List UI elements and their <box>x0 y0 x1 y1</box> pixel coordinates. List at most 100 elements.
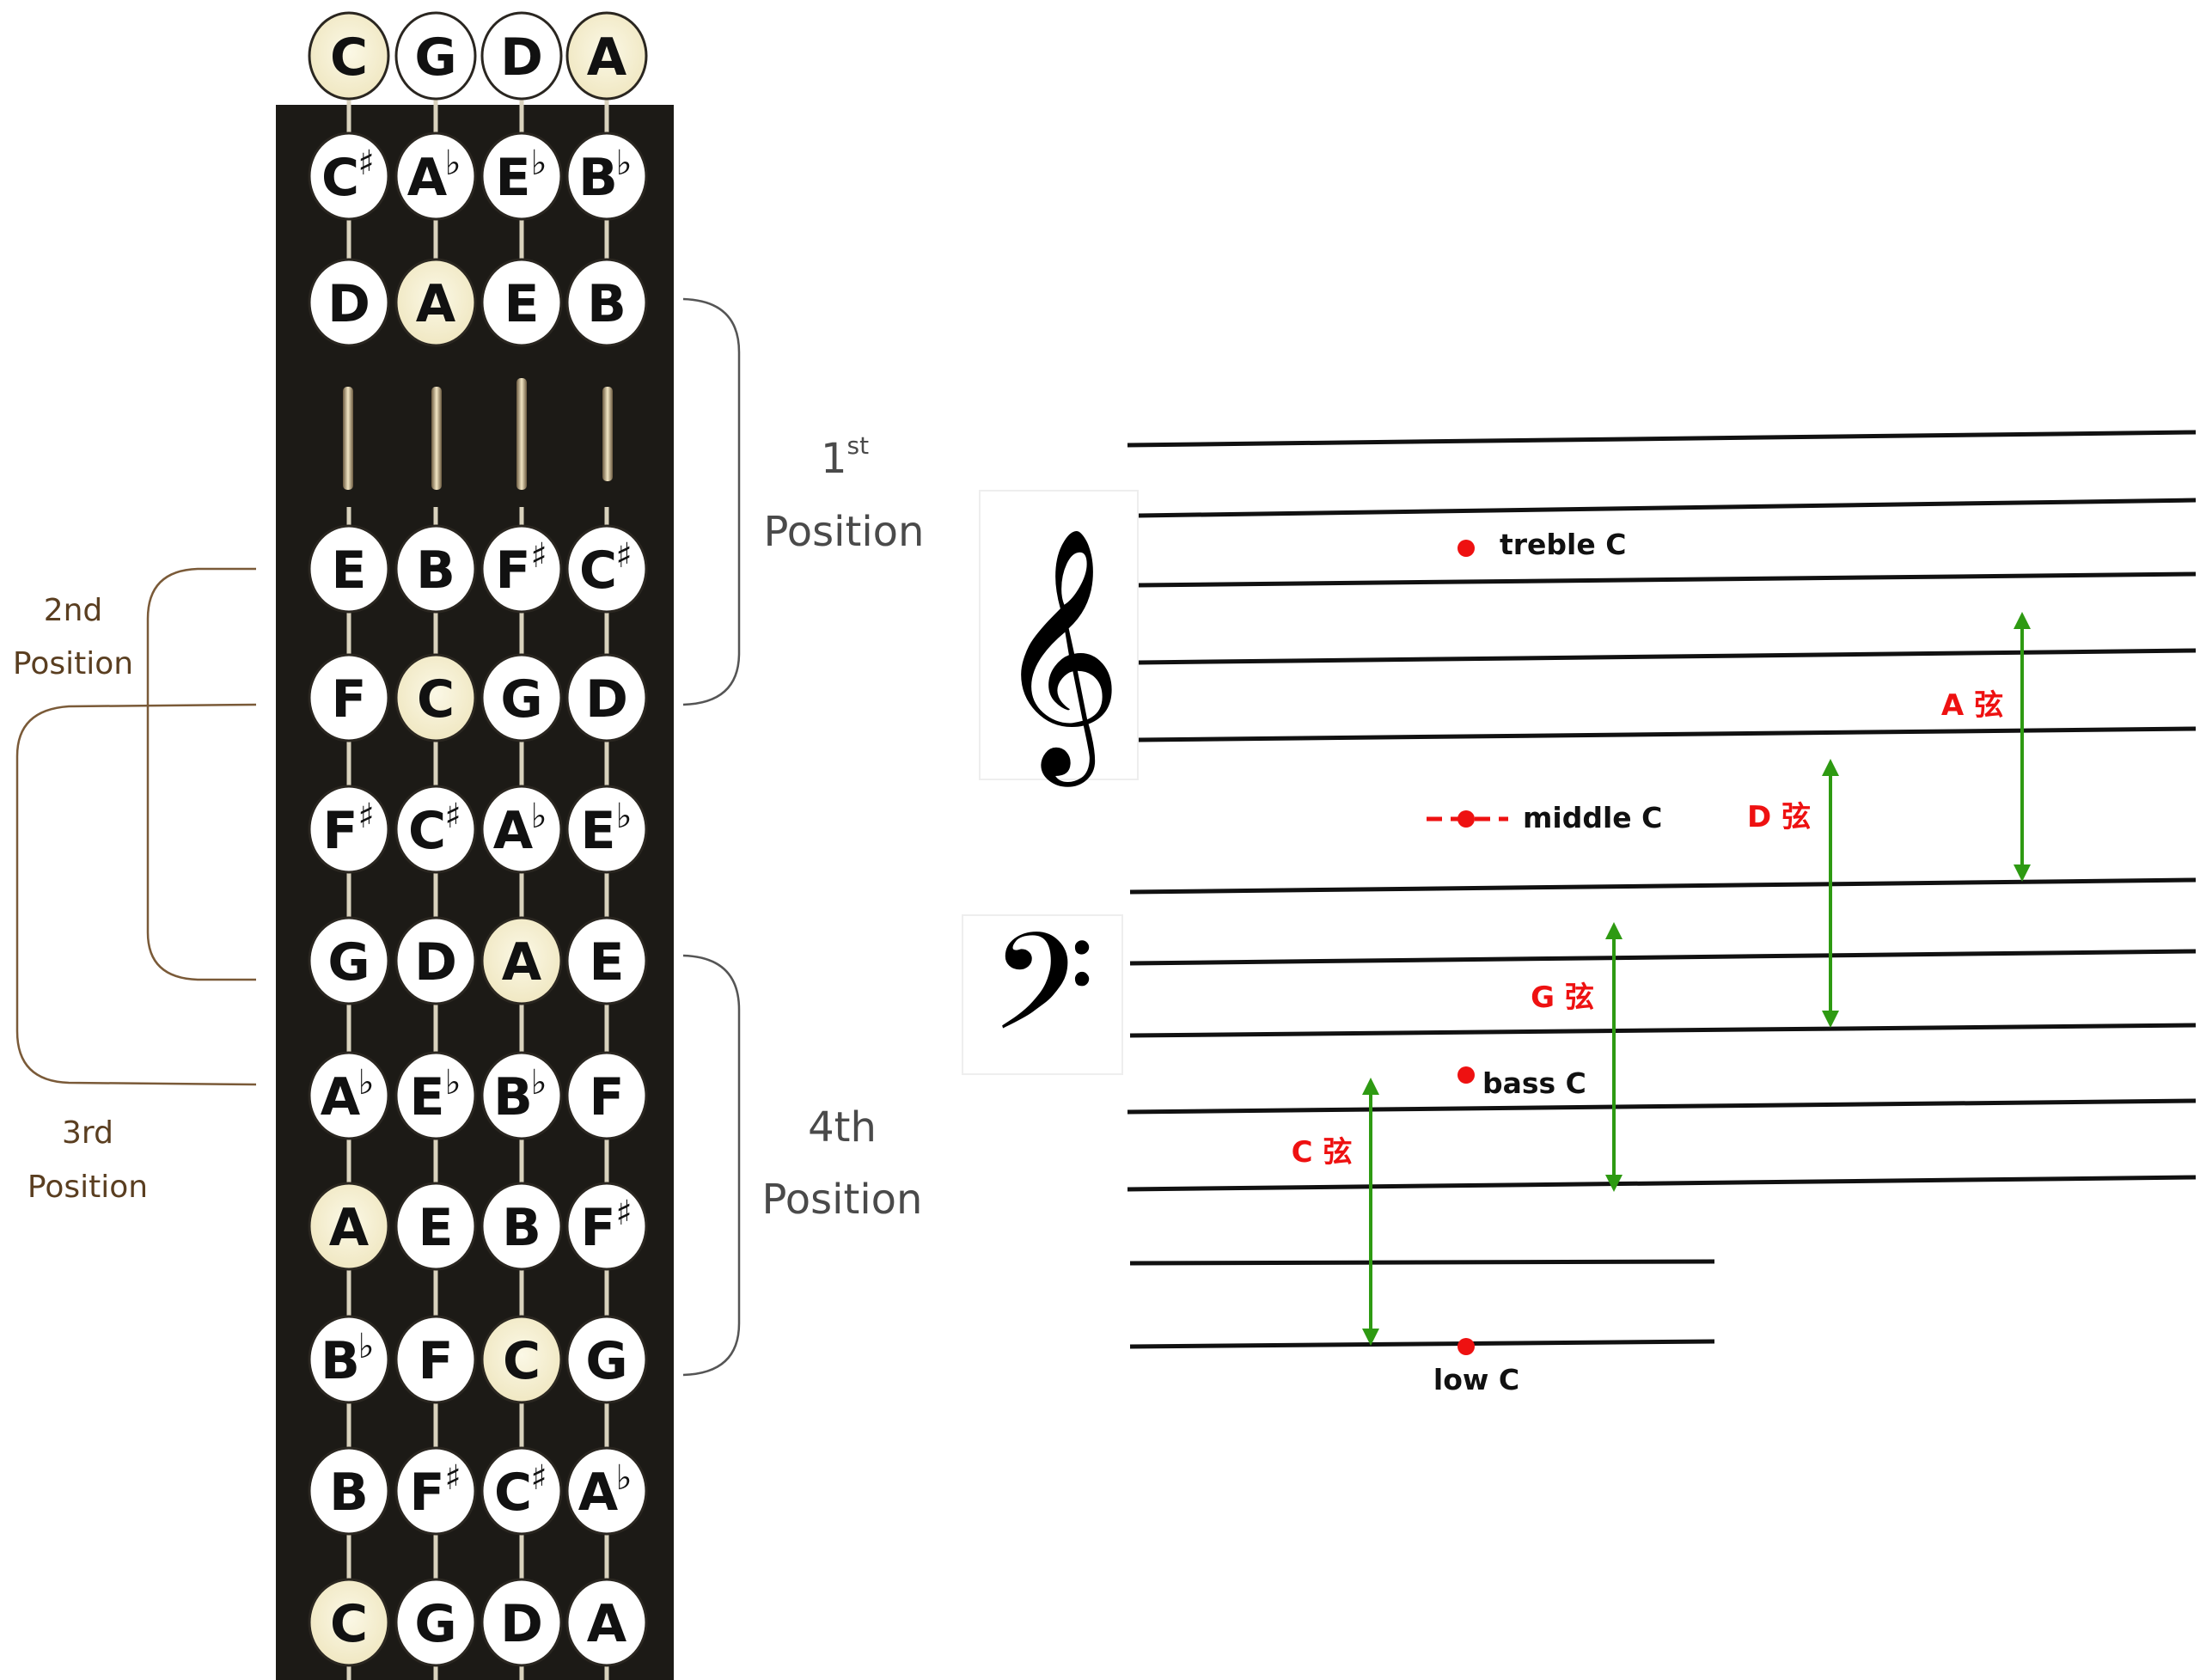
fingerboard-note: F♯ <box>480 524 563 614</box>
flat-sign: ♭ <box>445 1063 461 1103</box>
note-circle <box>480 1578 563 1667</box>
note-circle <box>394 1446 477 1536</box>
d-string-range-arrow <box>1822 759 1839 1028</box>
note-letter: D <box>414 932 457 993</box>
note-circle <box>394 131 477 221</box>
first-position-number: 1st <box>821 431 869 483</box>
fingerboard-note: G <box>565 1315 648 1404</box>
note-letter: F <box>581 1198 616 1258</box>
note-circle <box>480 1315 563 1404</box>
a-string-label: A 弦 <box>1941 688 2003 723</box>
flat-sign: ♭ <box>531 797 547 836</box>
position-labels: 1st Position 2nd Position 3rd Position 4… <box>13 431 925 1224</box>
c-note-markers: treble C middle C bass C low C <box>1427 528 1662 1396</box>
note-letter: B <box>502 1198 541 1258</box>
fingerboard-note: G <box>308 916 390 1005</box>
fingerboard-note: D <box>565 653 648 742</box>
note-letter: F <box>419 1331 454 1391</box>
note-circle <box>308 258 390 347</box>
sharp-sign: ♯ <box>530 1458 547 1498</box>
note-letter: D <box>500 1594 543 1654</box>
sharp-sign: ♯ <box>530 536 547 576</box>
fingerboard-note: E <box>565 916 648 1005</box>
note-letter: A <box>587 1594 627 1654</box>
note-letter: A <box>587 27 627 88</box>
third-position-line2: Position <box>28 1170 148 1205</box>
note-letter: A <box>416 274 456 334</box>
fingerboard-note: F♯ <box>308 785 390 874</box>
second-position-bracket <box>146 567 256 981</box>
note-letter: C <box>330 27 368 88</box>
note-letter: C <box>417 669 455 730</box>
note-circle <box>565 1182 648 1271</box>
fingerboard-note: B <box>394 524 477 614</box>
c-string-range-arrow <box>1362 1078 1379 1346</box>
note-circle <box>480 258 563 347</box>
fingerboard-note: D <box>394 916 477 1005</box>
flat-sign: ♭ <box>616 797 632 836</box>
fingerboard-note: A♭ <box>394 131 477 221</box>
fingerboard-note: B♭ <box>308 1315 390 1404</box>
note-letter: C <box>503 1331 541 1391</box>
note-circle <box>565 785 648 874</box>
note-letter: B <box>587 274 626 334</box>
flat-sign: ♭ <box>531 1063 547 1103</box>
note-letter: E <box>419 1198 454 1258</box>
bass-c-label: bass C <box>1482 1066 1586 1100</box>
fingerboard-note: A♭ <box>565 1446 648 1536</box>
flat-sign: ♭ <box>616 144 632 183</box>
flat-sign: ♭ <box>445 144 461 183</box>
bass-staff-line <box>1129 877 2197 895</box>
note-circle <box>565 916 648 1005</box>
first-position-word: Position <box>764 508 925 556</box>
note-circle <box>480 11 563 101</box>
treble-staff-line <box>1138 571 2197 588</box>
middle-c-label: middle C <box>1523 801 1662 834</box>
note-letter: C <box>408 801 446 861</box>
note-letter: G <box>585 1331 627 1391</box>
note-circle <box>565 1051 648 1140</box>
note-letter: F <box>410 1463 445 1523</box>
fingerboard-note: F♯ <box>394 1446 477 1536</box>
note-letter: A <box>502 932 542 993</box>
note-letter: A <box>407 148 448 208</box>
note-circle <box>394 1315 477 1404</box>
treble-c-label: treble C <box>1500 528 1626 561</box>
a-string-range-arrow <box>2014 612 2031 882</box>
fingerboard-note: B♭ <box>565 131 648 221</box>
note-letter: G <box>327 932 370 993</box>
note-letter: E <box>504 274 540 334</box>
note-circle <box>480 524 563 614</box>
fingerboard-note: C <box>394 653 477 742</box>
note-letter: E <box>496 148 531 208</box>
low-c-label: low C <box>1433 1363 1519 1396</box>
note-circle <box>565 131 648 221</box>
bass-staff-line <box>1127 1098 2197 1115</box>
fingerboard-note: A♭ <box>480 785 563 874</box>
open-string-note: C <box>308 11 390 101</box>
note-letter: E <box>590 932 625 993</box>
treble-staff-line <box>1138 498 2197 518</box>
note-circle <box>308 785 390 874</box>
treble-staff-line <box>1138 648 2197 665</box>
fingerboard-note: G <box>480 653 563 742</box>
note-circle <box>308 131 390 221</box>
fingerboard-note: C <box>480 1315 563 1404</box>
first-position-bracket <box>682 297 741 706</box>
note-letter: B <box>493 1067 533 1127</box>
note-circle <box>308 11 390 101</box>
fingerboard-note: C <box>308 1578 390 1667</box>
ledger-line <box>1129 1259 1715 1266</box>
note-circle <box>565 258 648 347</box>
grand-staff <box>1127 430 2197 1349</box>
note-circle <box>480 1446 563 1536</box>
fingerboard-note: B <box>565 258 648 347</box>
flat-sign: ♭ <box>616 1458 632 1498</box>
note-circle <box>394 1051 477 1140</box>
fingerboard-note: A <box>565 1578 648 1667</box>
note-circle <box>308 1051 390 1140</box>
note-letter: E <box>332 541 367 601</box>
open-string-note: A <box>565 11 648 101</box>
fingerboard-note: A <box>394 258 477 347</box>
